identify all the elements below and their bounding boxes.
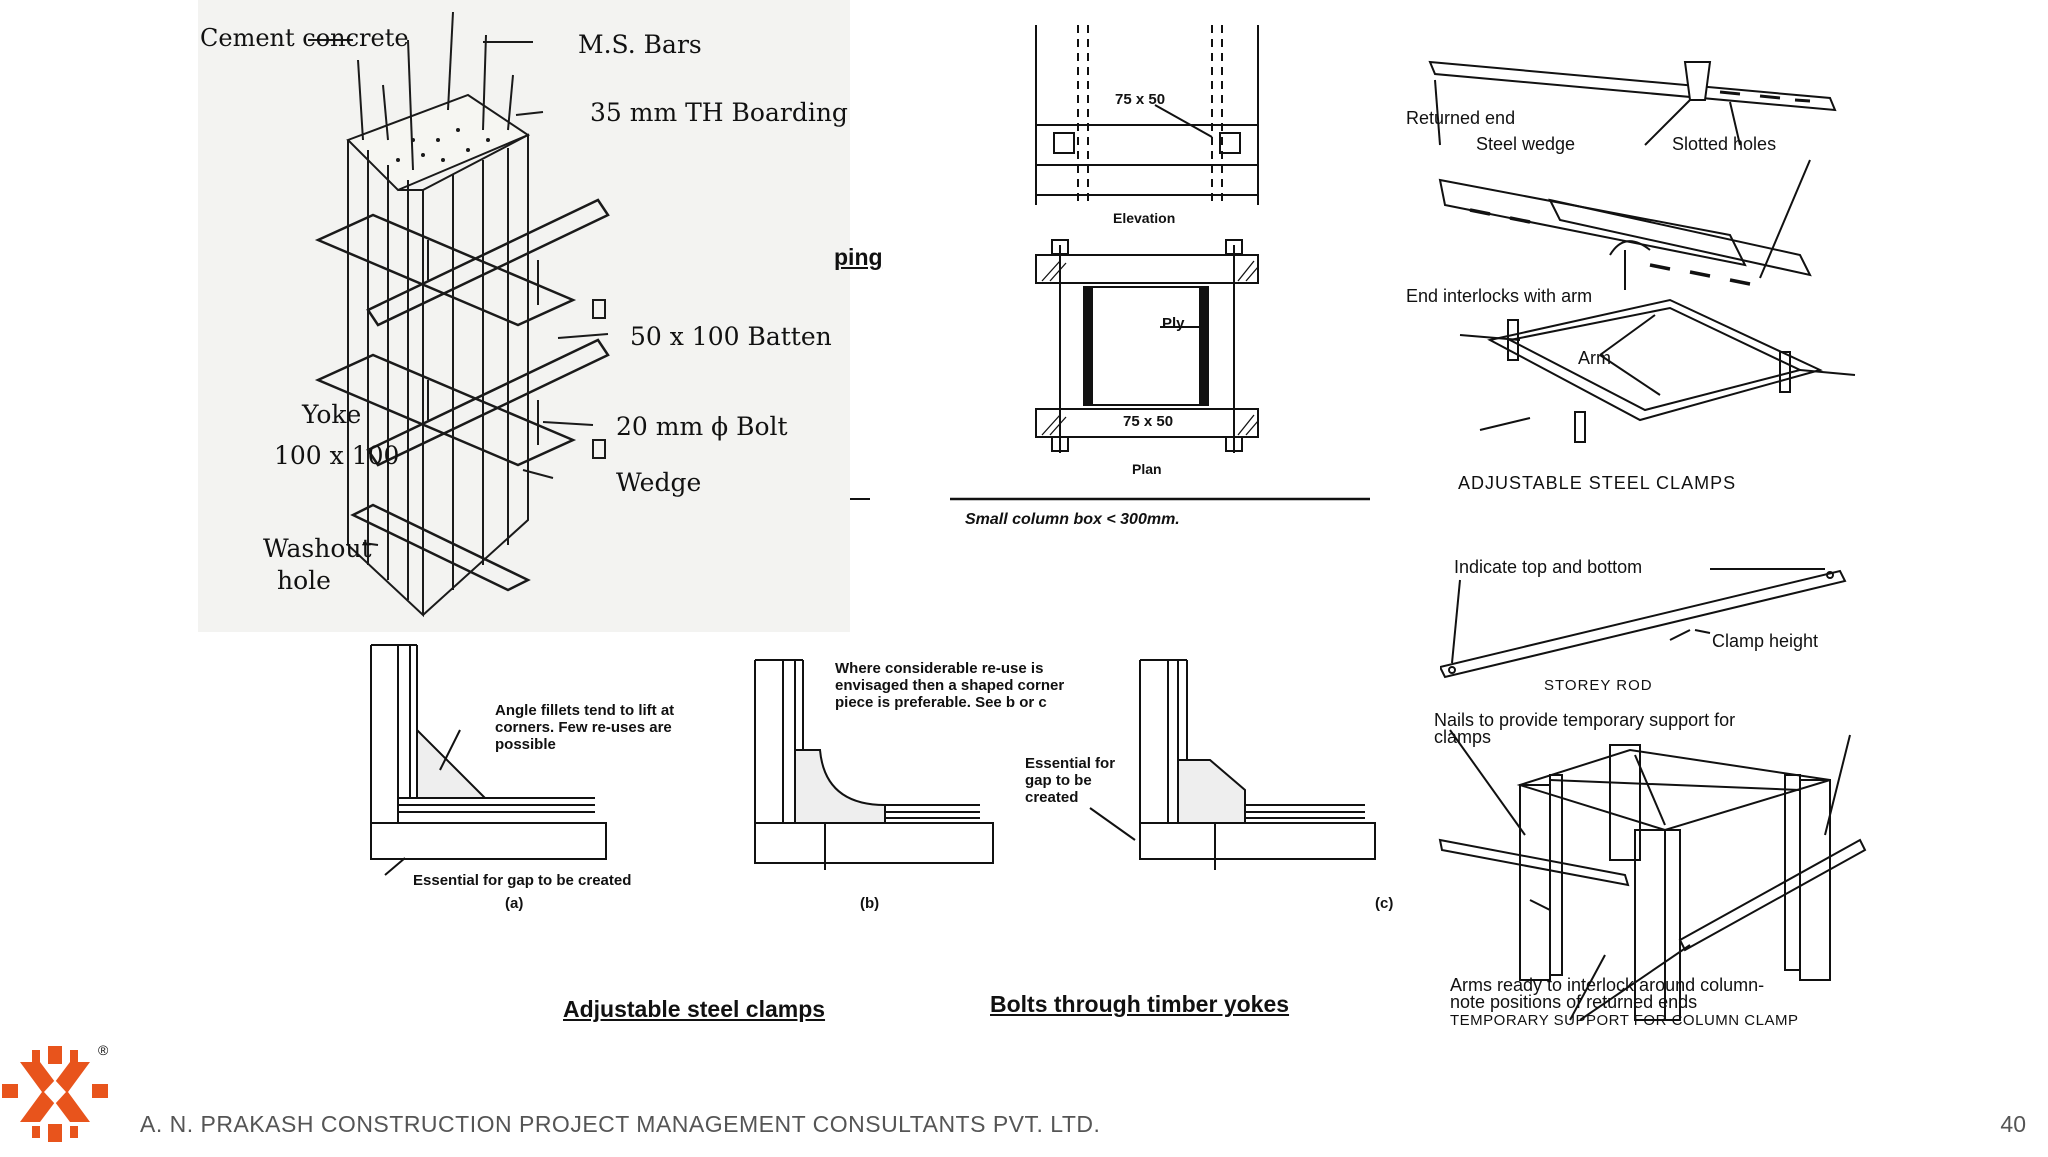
caption-adjustable-steel-clamps: Adjustable steel clamps [563,996,826,1022]
footer-company-name: A. N. PRAKASH CONSTRUCTION PROJECT MANAG… [140,1111,1101,1137]
label-elevation: Elevation [1113,210,1176,226]
column-formwork-figure: Cement concrete M.S. Bars 35 mm TH Board… [198,0,883,632]
temporary-support-drawing [1438,729,1867,1021]
page-number: 40 [2000,1111,2026,1137]
label-ms-bars: M.S. Bars [578,30,702,59]
note-c-line3: created [1025,789,1079,806]
label-cement-concrete: Cement concrete [200,24,409,52]
label-plan: Plan [1132,461,1162,477]
note-a-gap: Essential for gap to be created [413,872,632,889]
note-c-line2: gap to be [1025,772,1092,789]
logo-icon [2,1046,108,1142]
temporary-support-title: TEMPORARY SUPPORT FOR COLUMN CLAMP [1450,1012,1799,1029]
label-slotted-holes: Slotted holes [1672,134,1777,154]
corner-fillets-figure: Angle fillets tend to lift at corners. F… [365,630,1393,930]
label-bolt: 20 mm ϕ Bolt [616,412,788,441]
label-nails-line2: clamps [1434,727,1492,747]
note-a-line1: Angle fillets tend to lift at [495,702,675,719]
storey-rod-drawing [1440,568,1847,679]
note-c-line1: Essential for [1025,755,1116,772]
storey-rod-title: STOREY ROD [1544,677,1653,694]
label-washout: Washout [263,534,372,563]
note-b-line1: Where considerable re-use is [835,660,1044,677]
label-batten: 50 x 100 Batten [630,322,832,351]
label-arms-line2: note positions of returned ends [1450,992,1698,1012]
label-boarding: 35 mm TH Boarding [590,98,848,127]
label-hole: hole [277,566,331,595]
note-a-line3: possible [495,736,556,753]
label-yoke: Yoke [302,400,362,429]
small-column-box-drawing [950,25,1370,501]
adjustable-clamps-drawing [1428,60,1856,443]
column-formwork-drawing [308,11,610,618]
label-clamp-height: Clamp height [1712,631,1819,651]
label-dim-plan: 75 x 50 [1123,413,1174,430]
label-yoke-size: 100 x 100 [274,441,400,470]
note-a-line2: corners. Few re-uses are [495,719,672,736]
corner-fillets-drawing [370,644,1376,876]
label-end-interlocks: End interlocks with arm [1406,286,1593,306]
label-nails-line1: Nails to provide temporary support for [1434,710,1736,730]
caption-bolts-through-yokes: Bolts through timber yokes [990,991,1290,1017]
label-indicate-top-bottom: Indicate top and bottom [1454,557,1643,577]
label-a: (a) [505,895,524,912]
label-ply: Ply [1162,315,1185,332]
partial-heading-text: ping [834,244,883,270]
company-logo: ® [0,1042,110,1152]
label-returned-end: Returned end [1406,108,1516,128]
label-arm: Arm [1578,348,1611,368]
temporary-support-figure: Nails to provide temporary support for c… [1430,710,1890,1040]
small-column-box-figure: 75 x 50 Elevation Ply 75 x 50 Plan Small… [950,25,1370,535]
divider-line [850,498,870,500]
note-b-line3: piece is preferable. See b or c [835,694,1047,711]
label-dim-elevation: 75 x 50 [1115,91,1166,108]
adjustable-steel-clamps-title: ADJUSTABLE STEEL CLAMPS [1458,473,1737,493]
label-wedge: Wedge [616,468,702,497]
storey-rod-figure: Indicate top and bottom Clamp height STO… [1440,555,1860,695]
small-box-caption: Small column box < 300mm. [965,511,1180,528]
label-c: (c) [1375,895,1394,912]
registered-mark: ® [98,1042,109,1058]
label-b: (b) [860,895,880,912]
adjustable-clamps-figure: Returned end Steel wedge Slotted holes E… [1400,50,1860,500]
label-arms-line1: Arms ready to interlock around column- [1450,975,1765,995]
label-steel-wedge: Steel wedge [1476,134,1576,154]
note-b-line2: envisaged then a shaped corner [835,677,1065,694]
